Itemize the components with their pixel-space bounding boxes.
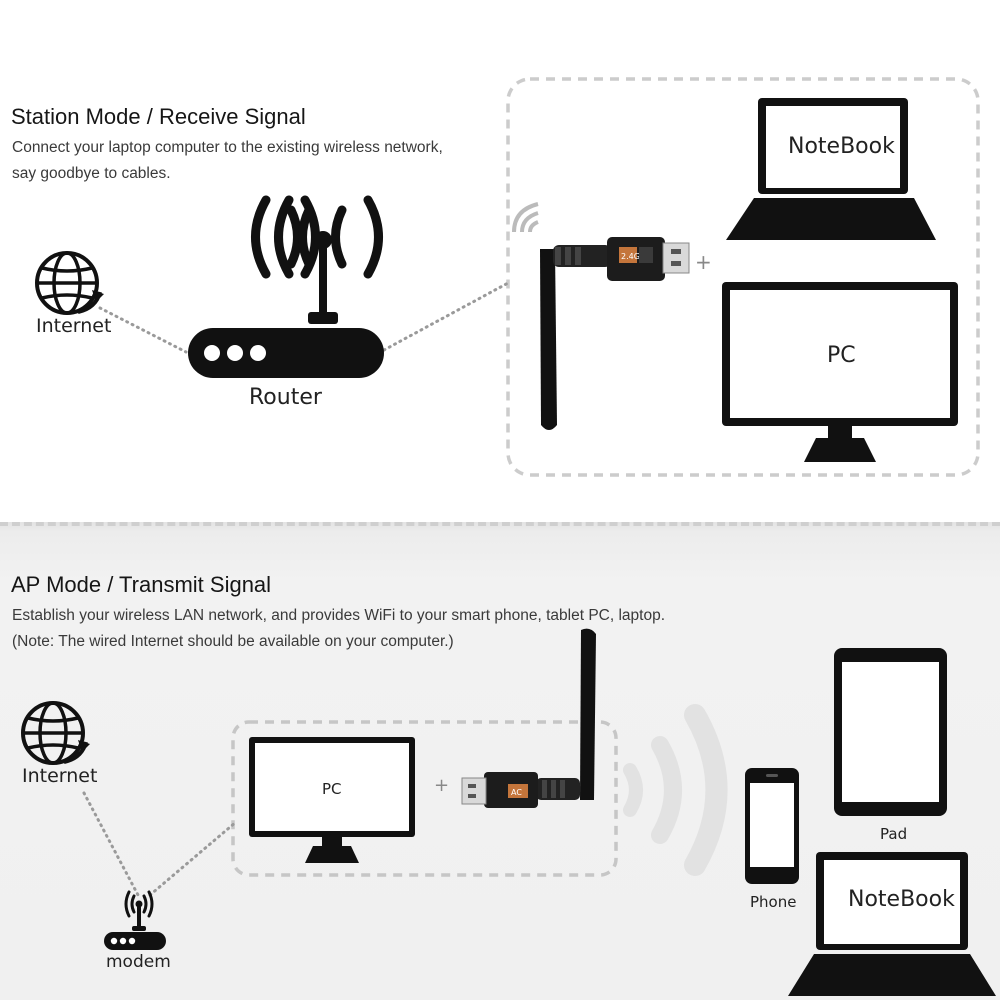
laptop-icon [788, 852, 996, 996]
monitor-icon [249, 737, 415, 863]
globe-icon [21, 701, 90, 765]
router-icon [104, 890, 166, 950]
phone-label: Phone [750, 893, 797, 911]
station-plus-sign: + [695, 250, 712, 274]
adapter-badge-bottom: AC [511, 788, 522, 797]
pad-label: Pad [880, 825, 908, 843]
router-icon [188, 195, 384, 378]
station-mode-title: Station Mode / Receive Signal [11, 104, 306, 129]
monitor-icon [722, 282, 958, 462]
laptop-icon [726, 98, 936, 240]
ap-desc-line2: (Note: The wired Internet should be avai… [12, 633, 454, 650]
modem-label: modem [106, 952, 171, 972]
large-wifi-waves-icon [623, 704, 728, 876]
ap-internet-label: Internet [22, 765, 98, 787]
phone-icon [745, 768, 799, 884]
ap-pc-label: PC [322, 780, 342, 798]
station-pc-label: PC [827, 343, 856, 368]
router-label: Router [249, 385, 322, 410]
ap-mode-title: AP Mode / Transmit Signal [11, 572, 272, 597]
station-internet-label: Internet [36, 315, 112, 337]
ap-desc-line1: Establish your wireless LAN network, and… [12, 607, 666, 624]
usb-wifi-adapter-icon: AC [461, 628, 596, 808]
wifi-waves-icon [512, 202, 539, 233]
tablet-icon [834, 648, 947, 816]
globe-icon [35, 251, 104, 315]
station-notebook-label: NoteBook [788, 134, 895, 159]
usb-wifi-adapter-icon: 2.4G [540, 237, 690, 430]
adapter-badge-top: 2.4G [621, 252, 640, 261]
station-desc-line1: Connect your laptop computer to the exis… [12, 139, 443, 156]
station-desc-line2: say goodbye to cables. [12, 165, 171, 182]
section-divider [0, 522, 1000, 526]
ap-plus-sign: + [434, 775, 450, 796]
ap-notebook-label: NoteBook [848, 887, 955, 912]
